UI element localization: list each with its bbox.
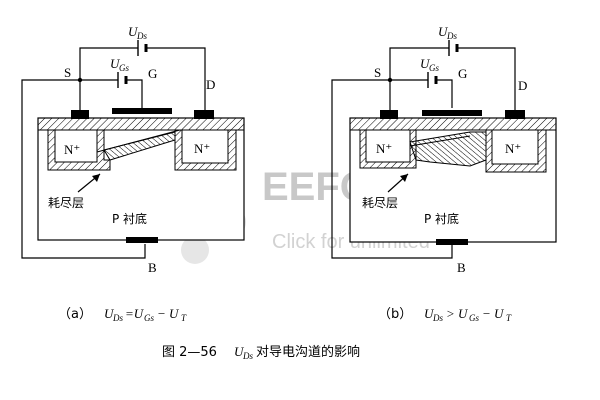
panel-b-gate-electrode — [422, 110, 482, 116]
panel-a-drain-electrode — [194, 110, 214, 119]
panel-b-vds-sub: Ds — [446, 31, 457, 41]
panel-a-channel-edge — [96, 129, 181, 153]
panel-b-vds-label: U — [438, 24, 449, 39]
panel-a-n-left-label: N⁺ — [64, 142, 80, 157]
panel-b: U Ds U Gs S G D B N⁺ N⁺ 耗尽层 P 衬底 — [331, 24, 557, 323]
panel-b-arrow-icon — [387, 173, 409, 193]
panel-a-oxide-layer — [37, 117, 245, 131]
panel-b-condition-s3: T — [506, 313, 512, 323]
panel-b-condition-op: − U — [482, 306, 505, 321]
panel-a-vds-sub: Ds — [136, 31, 147, 41]
panel-b-n-right-region — [485, 129, 547, 173]
panel-a-gate-electrode — [112, 108, 172, 114]
panel-b-terminal-d: D — [518, 78, 527, 93]
panel-a-vds-label: U — [128, 24, 139, 39]
panel-b-substrate-label: P 衬底 — [424, 211, 459, 226]
panel-a-arrow-icon — [77, 173, 101, 193]
panel-a-condition-s2: Gs — [144, 313, 154, 323]
panel-b-vgs-battery-icon — [427, 72, 438, 88]
panel-a-condition-prefix: （a） — [58, 307, 92, 322]
panel-b-condition-mid: > U — [446, 306, 469, 321]
panel-a-condition-u1: U — [104, 306, 115, 321]
panel-a-condition-op: − U — [157, 306, 180, 321]
panel-a-vgs-battery-icon — [117, 72, 128, 88]
panel-a-body-electrode — [126, 237, 158, 243]
panel-b-source-electrode — [380, 110, 398, 119]
panel-a-vds-battery-icon — [137, 40, 148, 56]
figure-caption: 图 2—56 U Ds 对导电沟道的影响 — [162, 344, 360, 361]
panel-a: U Ds U Gs S G D B N⁺ N⁺ — [21, 24, 245, 323]
panel-b-condition-s2: Gs — [469, 313, 479, 323]
panel-a-terminal-b: B — [148, 260, 157, 275]
watermark-ball-icon — [181, 236, 209, 264]
panel-b-depletion-label: 耗尽层 — [362, 196, 398, 210]
panel-a-terminal-g: G — [148, 66, 157, 81]
panel-b-terminal-g: G — [458, 66, 467, 81]
panel-a-terminal-s: S — [64, 65, 71, 80]
panel-a-vgs-label: U — [110, 56, 121, 71]
panel-b-channel — [409, 131, 487, 167]
panel-a-terminal-d: D — [206, 77, 215, 92]
panel-a-vgs-sub: Gs — [119, 63, 129, 73]
panel-a-n-right-region — [174, 129, 237, 171]
panel-b-n-right-label: N⁺ — [505, 141, 521, 156]
panel-b-condition-prefix: （b） — [378, 307, 412, 322]
panel-a-wiring — [21, 47, 206, 259]
panel-b-condition-s1: Ds — [432, 313, 443, 323]
panel-b-condition-u1: U — [424, 306, 435, 321]
caption-suffix: 对导电沟道的影响 — [256, 344, 360, 360]
panel-b-vds-battery-icon — [448, 40, 459, 56]
panel-b-terminal-s: S — [374, 65, 381, 80]
panel-a-source-electrode — [71, 110, 89, 119]
panel-b-node — [387, 77, 393, 83]
panel-b-drain-electrode — [505, 110, 525, 119]
panel-b-channel-edge — [409, 135, 471, 147]
panel-a-substrate-label: P 衬底 — [112, 211, 147, 226]
panel-a-n-right-label: N⁺ — [194, 141, 210, 156]
caption-prefix: 图 2—56 — [162, 345, 217, 360]
panel-b-n-left-label: N⁺ — [376, 141, 392, 156]
panel-a-depletion-label: 耗尽层 — [48, 196, 84, 210]
panel-a-condition-s3: T — [181, 313, 187, 323]
panel-a-condition-s1: Ds — [112, 313, 123, 323]
panel-b-body-electrode — [436, 239, 468, 245]
panel-b-n-left-region — [359, 129, 417, 169]
panel-b-wiring — [331, 47, 516, 259]
panel-b-oxide-layer — [349, 117, 557, 131]
caption-sub: Ds — [242, 351, 253, 361]
caption-u: U — [234, 344, 245, 359]
panel-a-node — [77, 77, 83, 83]
panel-a-condition: （a） U Ds =U Gs − U T — [58, 306, 187, 323]
panel-b-condition: （b） U Ds > U Gs − U T — [378, 306, 512, 323]
panel-b-terminal-b: B — [457, 260, 466, 275]
panel-a-condition-mid: =U — [125, 306, 145, 321]
panel-b-vgs-label: U — [420, 56, 431, 71]
panel-b-vgs-sub: Gs — [429, 63, 439, 73]
